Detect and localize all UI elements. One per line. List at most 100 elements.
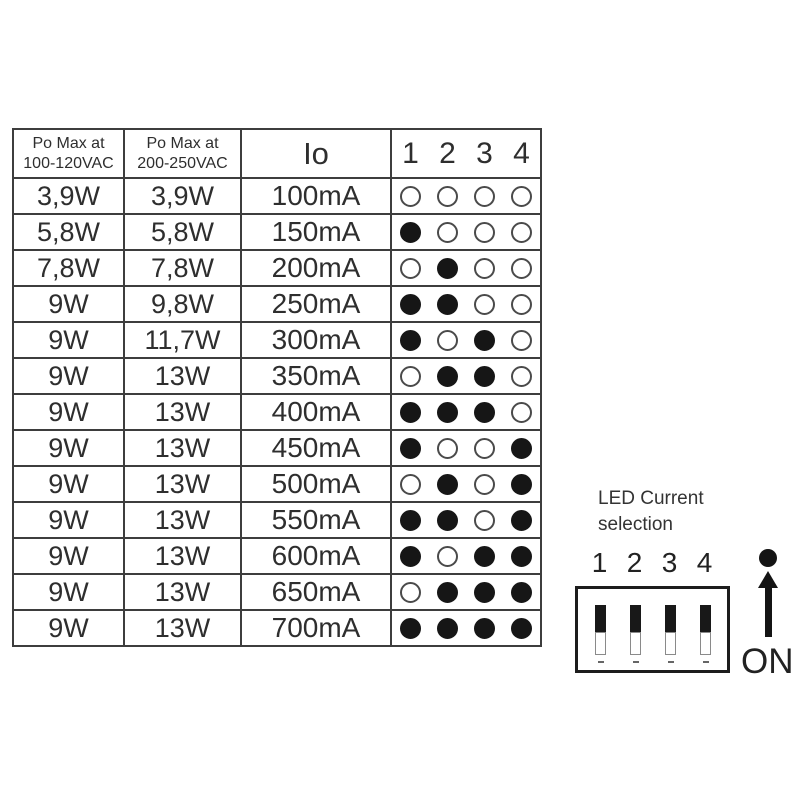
table-row: 9W 13W 500mA <box>12 465 542 503</box>
dip-number-label: 3 <box>661 547 678 578</box>
dip-pattern <box>393 401 539 423</box>
switch-on-dot <box>511 581 532 603</box>
col-header-switch-numbers: 1 2 3 4 <box>390 128 542 179</box>
dip-number-label: 1 <box>591 547 608 578</box>
switch-pattern-cell <box>390 249 542 287</box>
table-row: 9W 13W 600mA <box>12 537 542 575</box>
dip-pattern <box>393 221 539 243</box>
dip-pattern <box>393 509 539 531</box>
table-row: 9W 13W 450mA <box>12 429 542 467</box>
po-high-cell: 13W <box>123 393 242 431</box>
dip-switch-body <box>575 586 730 673</box>
po-high-cell: 5,8W <box>123 213 242 251</box>
switch-off-dot <box>437 185 458 207</box>
header-line: 100-120VAC <box>23 154 114 172</box>
io-cell: 200mA <box>240 249 392 287</box>
io-cell: 600mA <box>240 537 392 575</box>
po-high-cell: 13W <box>123 609 242 647</box>
switch-off-dot <box>474 257 495 279</box>
io-cell: 150mA <box>240 213 392 251</box>
dip-pattern <box>393 365 539 387</box>
dip-pattern <box>393 185 539 207</box>
table-header-row: Po Max at 100-120VAC Po Max at 200-250VA… <box>12 128 542 179</box>
switch-on-dot <box>511 617 532 639</box>
switch-off-dot <box>437 329 458 351</box>
po-low-cell: 3,9W <box>12 177 125 215</box>
dip-switch-lever-icon <box>665 605 676 655</box>
table-row: 9W 11,7W 300mA <box>12 321 542 359</box>
dip-title-line2: selection <box>598 514 673 535</box>
po-low-cell: 9W <box>12 465 125 503</box>
io-cell: 400mA <box>240 393 392 431</box>
switch-on-dot <box>437 509 458 531</box>
po-high-cell: 13W <box>123 537 242 575</box>
po-low-cell: 9W <box>12 285 125 323</box>
switch-pattern-cell <box>390 357 542 395</box>
lever-tick-mark <box>703 661 709 663</box>
switch-pattern-cell <box>390 501 542 539</box>
dip-diagram-title: LED Current selection <box>598 486 704 538</box>
po-low-cell: 9W <box>12 321 125 359</box>
po-high-cell: 9,8W <box>123 285 242 323</box>
header-line: Po Max at <box>146 134 219 152</box>
switch-off-dot <box>400 185 421 207</box>
header-line: 200-250VAC <box>137 154 228 172</box>
switch-pattern-cell <box>390 465 542 503</box>
switch-on-dot <box>474 401 495 423</box>
col-header-po-max-200-250: Po Max at 200-250VAC <box>123 128 242 179</box>
header-line: Po Max at <box>32 134 105 152</box>
table-row: 9W 13W 400mA <box>12 393 542 431</box>
switch-number-label: 3 <box>476 136 493 170</box>
po-low-cell: 9W <box>12 501 125 539</box>
switch-on-dot <box>400 437 421 459</box>
switch-off-dot <box>511 221 532 243</box>
switch-on-dot <box>511 509 532 531</box>
switch-off-dot <box>511 365 532 387</box>
switch-on-dot <box>474 545 495 567</box>
po-low-cell: 9W <box>12 393 125 431</box>
col-header-po-max-100-120: Po Max at 100-120VAC <box>12 128 125 179</box>
dip-pattern <box>393 617 539 639</box>
switch-on-dot <box>400 509 421 531</box>
dip-pattern <box>393 329 539 351</box>
switch-off-dot <box>511 185 532 207</box>
switch-on-dot <box>437 401 458 423</box>
switch-pattern-cell <box>390 393 542 431</box>
up-arrow-shaft <box>764 587 772 637</box>
up-arrow-icon <box>758 571 778 588</box>
on-indicator-dot-icon <box>759 549 777 567</box>
table-row: 7,8W 7,8W 200mA <box>12 249 542 287</box>
po-high-cell: 11,7W <box>123 321 242 359</box>
table-row: 5,8W 5,8W 150mA <box>12 213 542 251</box>
switch-on-dot <box>400 617 421 639</box>
table-row: 9W 13W 350mA <box>12 357 542 395</box>
switch-on-dot <box>437 293 458 315</box>
po-high-cell: 13W <box>123 465 242 503</box>
io-cell: 100mA <box>240 177 392 215</box>
switch-on-dot <box>437 617 458 639</box>
po-high-cell: 13W <box>123 357 242 395</box>
io-cell: 700mA <box>240 609 392 647</box>
switch-off-dot <box>474 185 495 207</box>
switch-pattern-cell <box>390 321 542 359</box>
switch-number-label: 1 <box>402 136 419 170</box>
switch-number-label: 4 <box>513 136 530 170</box>
switch-on-dot <box>400 221 421 243</box>
switch-pattern-cell <box>390 429 542 467</box>
switch-on-dot <box>474 365 495 387</box>
dip-switch-lever-icon <box>595 605 606 655</box>
switch-on-dot <box>511 473 532 495</box>
switch-off-dot <box>511 401 532 423</box>
switch-off-dot <box>437 545 458 567</box>
switch-on-dot <box>400 545 421 567</box>
switch-off-dot <box>511 329 532 351</box>
switch-off-dot <box>474 221 495 243</box>
switch-on-dot <box>474 617 495 639</box>
switch-off-dot <box>400 581 421 603</box>
dip-number-label: 2 <box>626 547 643 578</box>
table-row: 9W 13W 700mA <box>12 609 542 647</box>
on-label: ON <box>741 642 794 681</box>
po-low-cell: 9W <box>12 537 125 575</box>
switch-on-dot <box>474 581 495 603</box>
switch-on-dot <box>511 545 532 567</box>
